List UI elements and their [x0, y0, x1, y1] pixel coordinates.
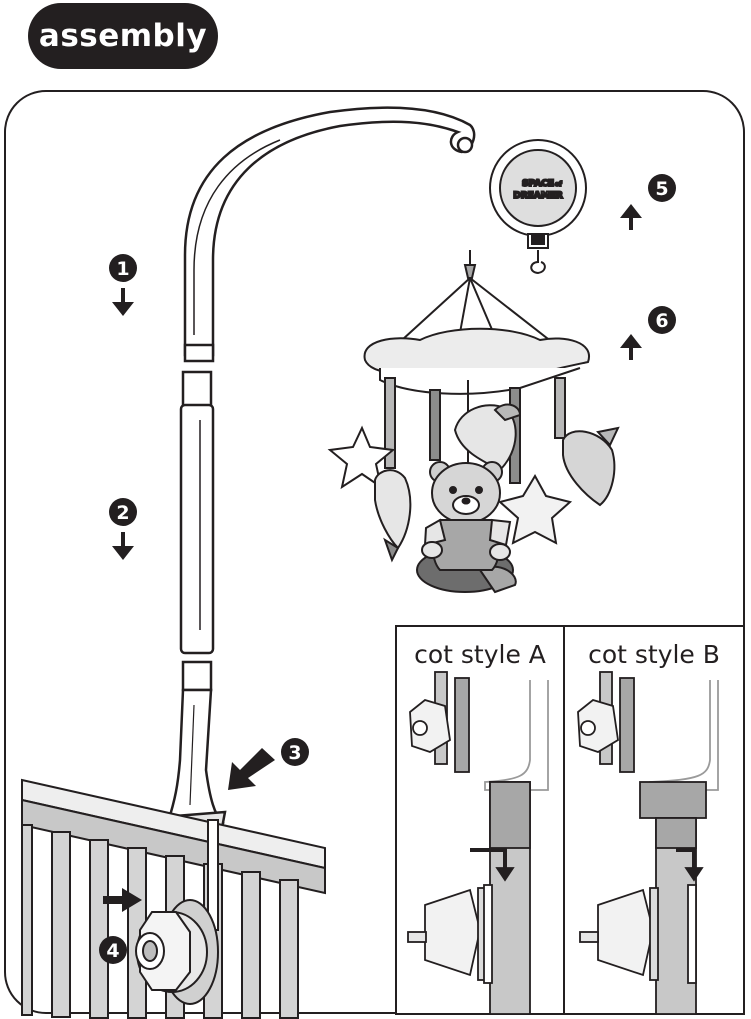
cot-style-b-diagram	[577, 671, 719, 1015]
middle-pole	[179, 370, 215, 692]
right-arrow-icon	[122, 888, 142, 912]
up-arrow-icon	[620, 334, 642, 348]
down-arrow-icon	[112, 302, 134, 316]
diagonal-arrow-icon	[228, 748, 275, 790]
music-box-line2: DREAMER	[513, 191, 563, 201]
mobile-arm	[183, 106, 476, 363]
step-2-number: 2	[116, 502, 129, 524]
step-6-number: 6	[655, 310, 668, 332]
step-3-badge: 3	[281, 738, 309, 766]
direction-arrows	[103, 204, 642, 912]
step-6-badge: 6	[648, 306, 676, 334]
step-1-number: 1	[116, 258, 129, 280]
cot-rail	[21, 778, 326, 1019]
illustration-frame	[4, 90, 745, 1014]
cot-style-a-diagram	[407, 671, 549, 1015]
down-arrow-icon	[112, 546, 134, 560]
step-5-badge: 5	[648, 174, 676, 202]
cot-style-a-label: cot style A	[414, 639, 546, 669]
mobile-toys	[327, 250, 620, 594]
clamp-pole	[147, 688, 227, 830]
section-title: assembly	[28, 3, 218, 69]
step-2-badge: 2	[109, 498, 137, 526]
step-4-badge: 4	[99, 936, 127, 964]
music-box-line1: SPACE	[522, 179, 554, 189]
music-box: SPACE of DREAMER	[489, 139, 587, 275]
cot-style-b-label: cot style B	[588, 639, 720, 669]
cot-style-panels	[395, 625, 745, 1015]
step-5-number: 5	[655, 178, 668, 200]
music-box-small: of	[555, 181, 562, 188]
step-4-number: 4	[106, 940, 119, 962]
step-1-badge: 1	[109, 254, 137, 282]
step-badges: 1 2 3 4 5 6	[99, 174, 676, 964]
screw-knob	[135, 819, 219, 1005]
step-3-number: 3	[288, 742, 301, 764]
up-arrow-icon	[620, 204, 642, 218]
